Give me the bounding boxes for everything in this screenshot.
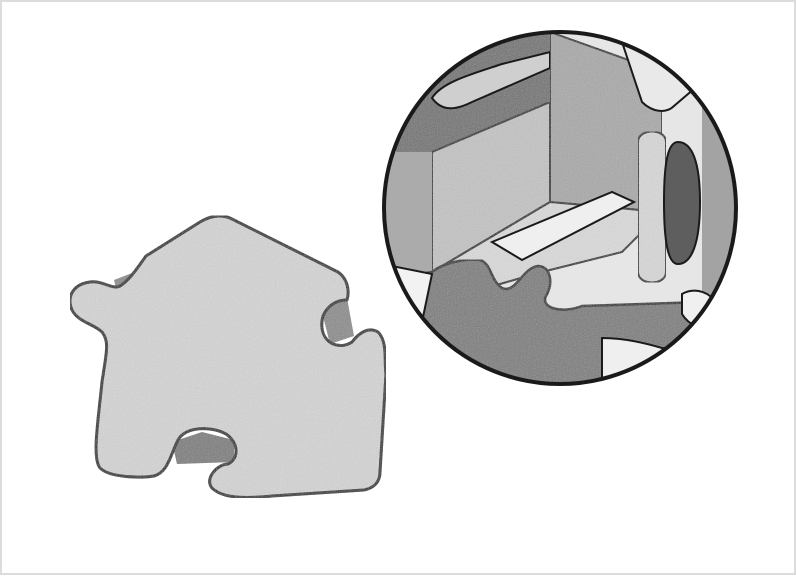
cylinder-post: [638, 132, 666, 283]
lower-right-light: [602, 338, 722, 402]
magnifier-circle: [372, 22, 762, 402]
right-dark-slot: [664, 142, 700, 264]
left-gray-band: [372, 152, 432, 282]
puzzle-piece: [70, 216, 386, 498]
